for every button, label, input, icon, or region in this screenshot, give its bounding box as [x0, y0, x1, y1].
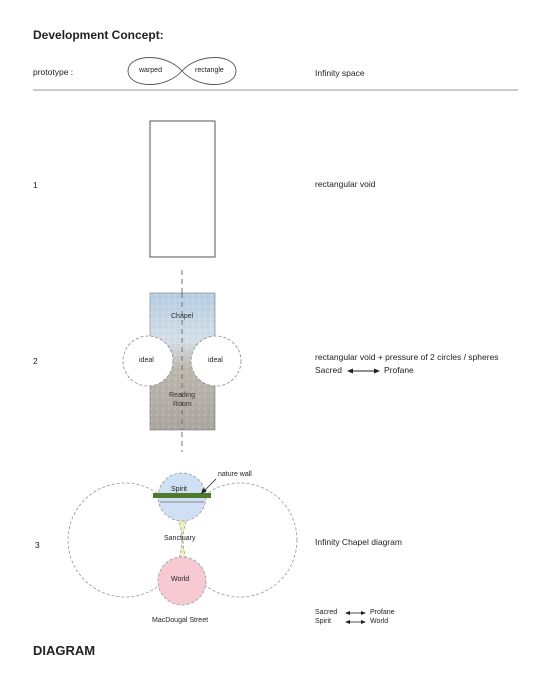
chapel-label: Chapel	[171, 313, 194, 320]
sacred-profane-arrow	[347, 368, 380, 374]
large-circle-right	[182, 482, 298, 598]
legend-row1-right: Profane	[370, 609, 395, 616]
sanctuary-zone	[158, 515, 208, 565]
step-3-description: Infinity Chapel diagram	[315, 537, 402, 547]
rectangular-void	[149, 120, 216, 258]
step-1-description: rectangular void	[315, 179, 376, 189]
nature-wall	[153, 493, 211, 498]
sanctuary-label: Sanctuary	[164, 535, 196, 542]
reading-room-label-line2: Room	[173, 401, 192, 408]
spirit-label: Spirit	[171, 486, 187, 493]
ideal-left-label: ideal	[139, 357, 154, 364]
legend-row2-left: Spirit	[315, 618, 331, 625]
step-2-sacred: Sacred	[315, 365, 342, 375]
nature-wall-arrowhead	[201, 488, 207, 494]
street-label: MacDougal Street	[152, 617, 209, 624]
nature-wall-label: nature wall	[218, 471, 252, 478]
legend-row2-right: World	[370, 618, 389, 625]
step-3-number: 3	[35, 540, 40, 550]
legend-row1-left: Sacred	[315, 609, 338, 616]
reading-room-label-line1: Reading	[169, 392, 196, 399]
footer-title: DIAGRAM	[33, 643, 96, 658]
world-label: World	[171, 576, 190, 583]
world-circle	[157, 556, 207, 606]
step-2-description: rectangular void + pressure of 2 circles…	[315, 352, 499, 362]
legend-arrow-1	[345, 611, 366, 615]
legend-arrow-2	[345, 620, 366, 624]
step-2-profane: Profane	[384, 365, 414, 375]
step-2-number: 2	[33, 356, 38, 366]
prototype-left-lobe: warped	[139, 67, 162, 74]
ideal-right-label: ideal	[208, 357, 223, 364]
infinity-symbol	[127, 57, 237, 85]
prototype-label: prototype :	[33, 67, 74, 77]
step-1-number: 1	[33, 180, 38, 190]
ideal-circle-left	[122, 335, 174, 387]
prototype-description: Infinity space	[315, 68, 365, 78]
ideal-circle-right	[190, 335, 242, 387]
page-title: Development Concept:	[33, 28, 164, 42]
prototype-right-lobe: rectangle	[195, 67, 224, 74]
